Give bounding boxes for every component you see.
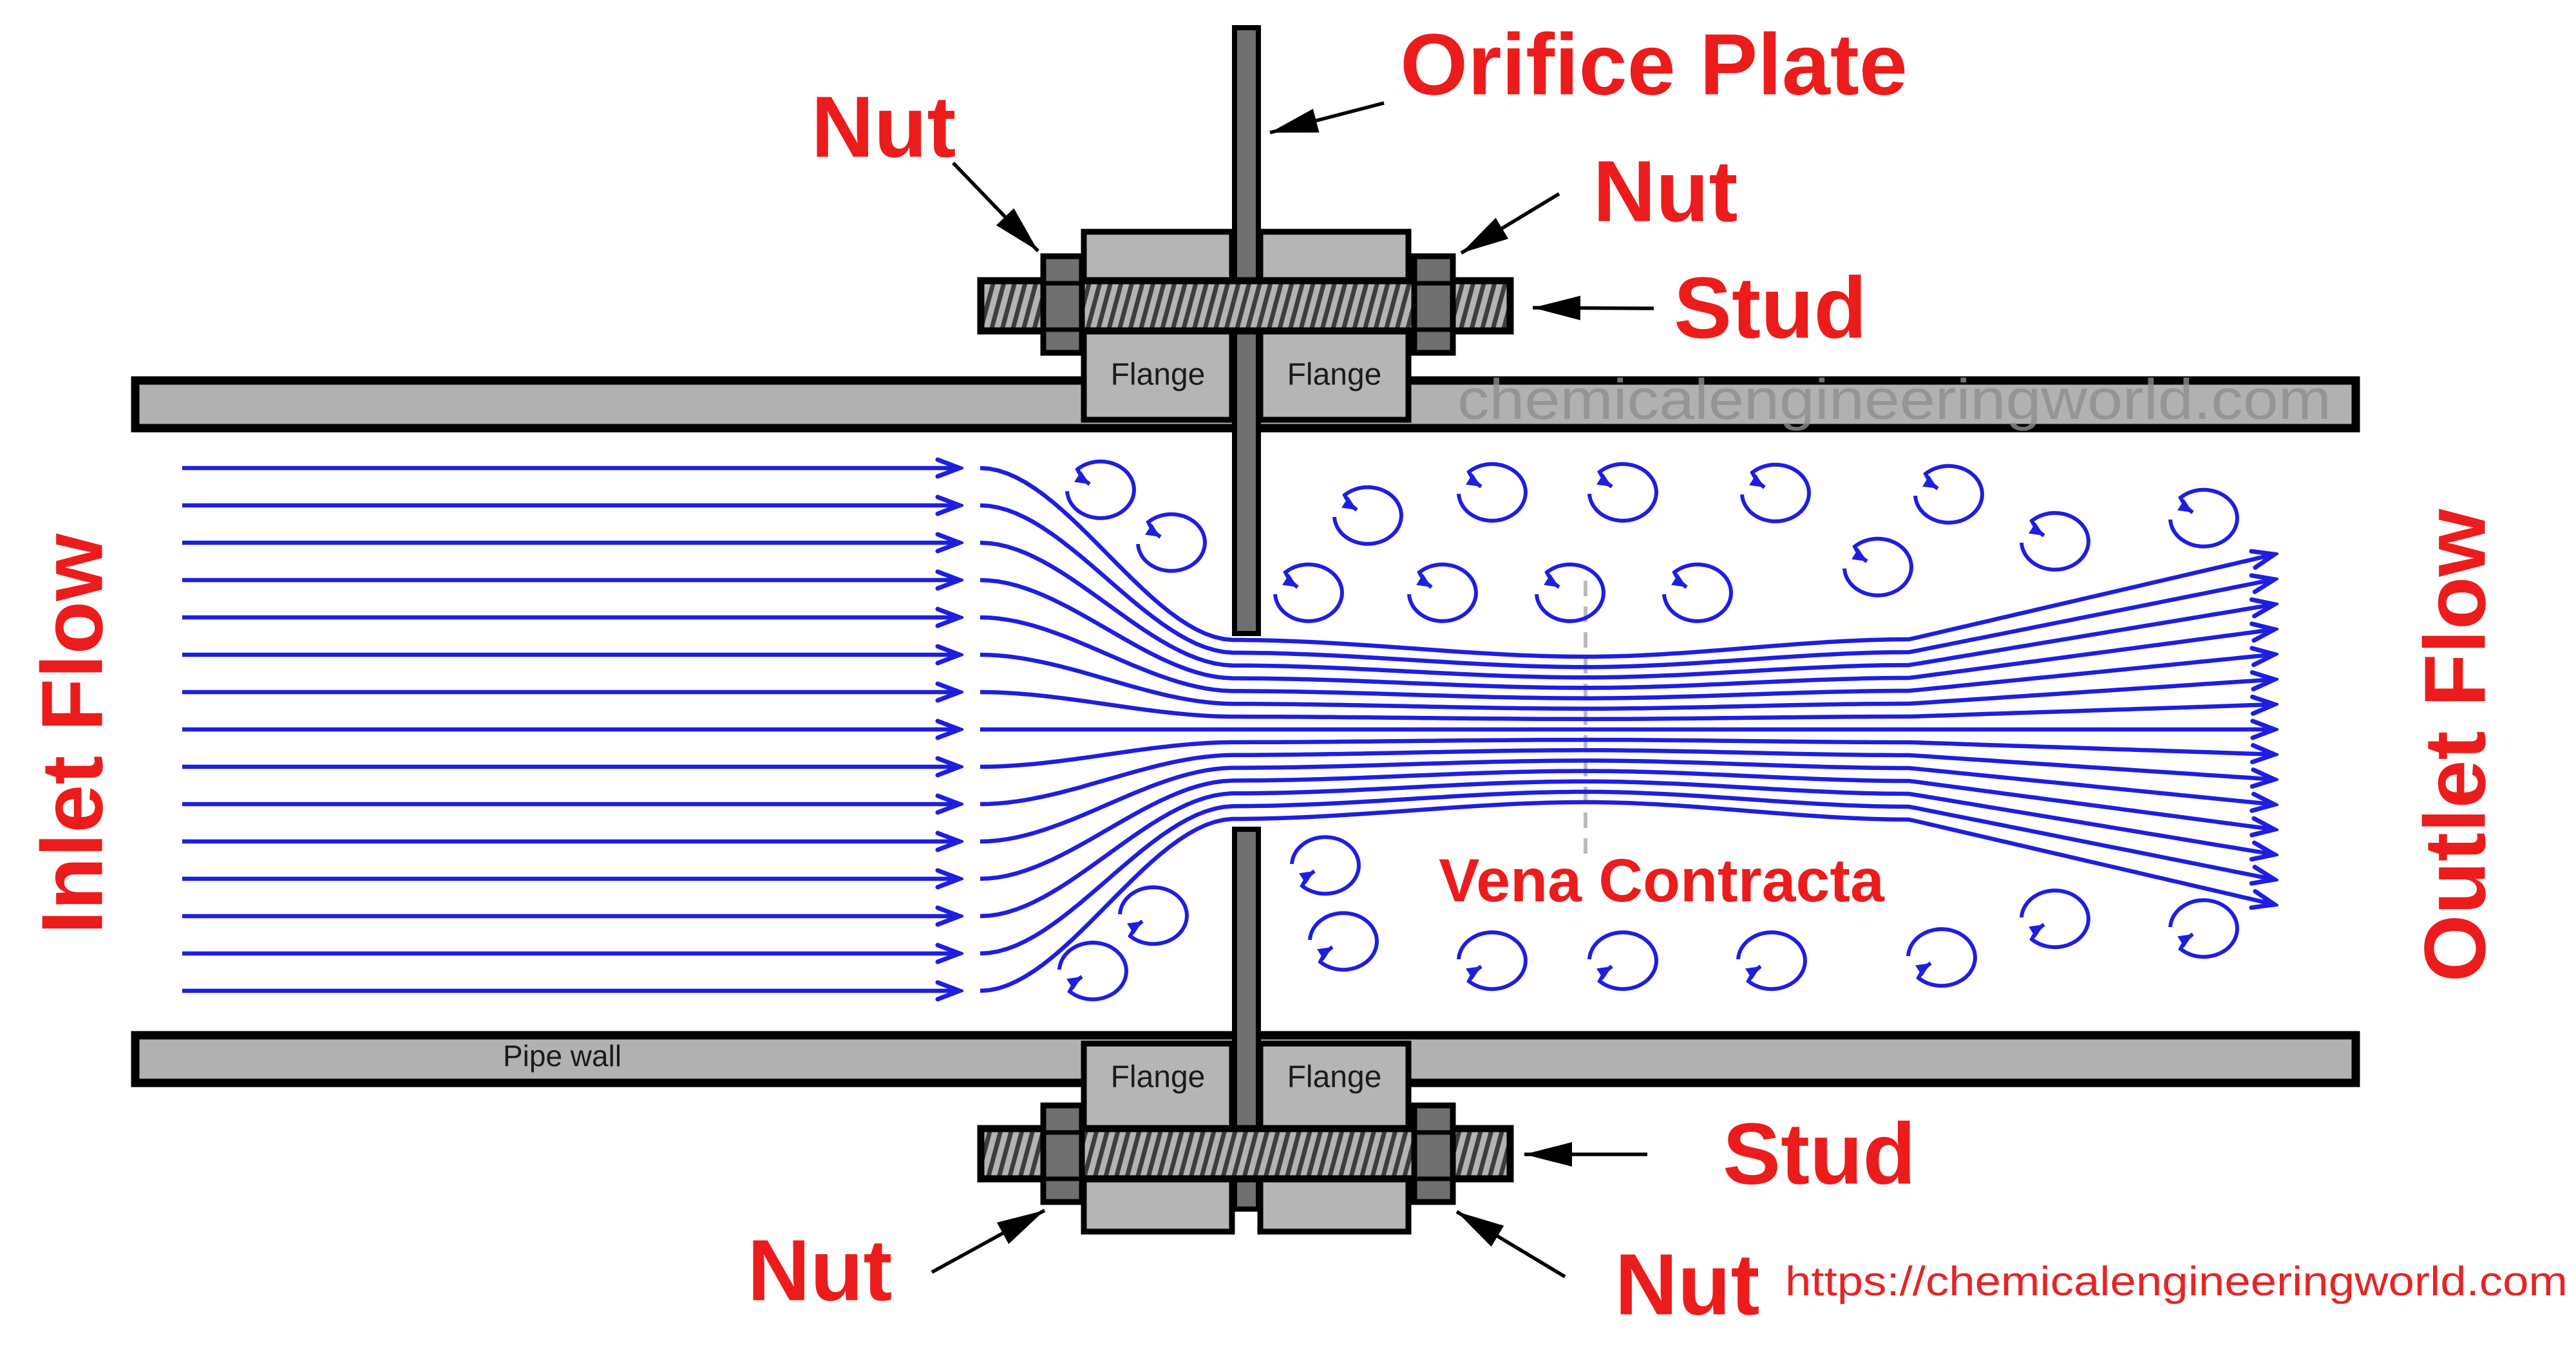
jet-streamline [980,748,2275,807]
flange-label-bottom-right: Flange [1287,1060,1382,1094]
jet-streamline [980,577,2275,690]
annotation-arrows-group [931,101,1654,1279]
label-stud-top: Stud [1674,259,1867,357]
eddies-group [1057,459,2239,1002]
label-nut-top-left: Nut [811,79,956,176]
eddy-swirl-top [1407,562,1478,623]
nut-top-left [1040,253,1085,356]
label-nut-bottom-right: Nut [1615,1236,1760,1333]
annotation-arrow [1269,101,1385,135]
eddy-swirl-top [2020,511,2090,572]
eddy-swirl-bottom [1118,885,1189,946]
eddy-swirl-top [1136,512,1207,573]
jet-streamline [980,652,2275,711]
pipe-wall-label: Pipe wall [503,1039,621,1073]
eddy-swirl-bottom [1736,930,1807,991]
label-orifice-plate: Orifice Plate [1400,16,1908,113]
jet-streamline [980,503,2275,670]
eddy-swirl-bottom [1308,911,1379,972]
eddy-swirl-top [1587,462,1658,523]
label-inlet-flow: Inlet Flow [24,533,121,934]
jet-streamline [980,540,2275,680]
label-nut-top-right: Nut [1593,143,1738,240]
annotation-arrow [952,162,1039,252]
watermark-text: chemicalengineeringworld.com [1457,368,2331,431]
eddy-swirl-top [1065,459,1136,520]
label-nut-bottom-left: Nut [748,1222,893,1319]
eddy-swirl-top [2168,487,2239,549]
orifice-plate [1232,25,1261,1212]
jet-streamline [980,779,2275,919]
eddy-swirl-bottom [1457,930,1528,991]
eddy-swirl-top [1332,485,1403,546]
flange-label-bottom-left: Flange [1111,1060,1206,1094]
eddy-swirl-top [1662,562,1733,623]
annotation-arrow [1455,1210,1566,1279]
eddy-swirl-bottom [1587,930,1658,991]
jet-streamline [980,769,2275,881]
eddy-swirl-top [1913,464,1984,525]
annotation-arrow [1460,192,1560,255]
label-stud-bottom: Stud [1723,1105,1916,1203]
eddy-swirl-bottom [2020,888,2090,950]
streamlines-group [182,468,2275,991]
nut-bottom-left [1040,1102,1085,1205]
jet-streamline [980,615,2275,700]
nuts [1040,253,1456,1205]
annotation-arrow [931,1208,1046,1274]
jet-streamline [980,789,2275,956]
nut-bottom-right [1411,1102,1456,1205]
eddy-swirl-top [1457,462,1528,523]
jet-streamline [980,690,2275,722]
eddy-swirl-bottom [2168,898,2239,959]
flange-label-top-left: Flange [1111,358,1206,392]
nut-top-right [1411,253,1456,356]
jet-streamline [980,758,2275,844]
eddy-swirl-top [1842,536,1913,597]
label-outlet-flow: Outlet Flow [2407,509,2504,982]
jet-streamline [980,800,2275,993]
jet-streamline [980,737,2275,769]
eddy-swirl-top [1535,562,1605,623]
eddy-swirl-top [1740,462,1811,523]
eddy-swirl-top [1273,562,1344,623]
jet-streamline [980,465,2275,659]
eddy-swirl-bottom [1906,927,1977,988]
label-vena-contracta: Vena Contracta [1439,847,1885,915]
flange-label-top-right: Flange [1287,358,1382,392]
site-url-text: https://chemicalengineeringworld.com [1785,1258,2568,1304]
eddy-swirl-bottom [1057,941,1128,1002]
eddy-swirl-bottom [1290,835,1361,896]
